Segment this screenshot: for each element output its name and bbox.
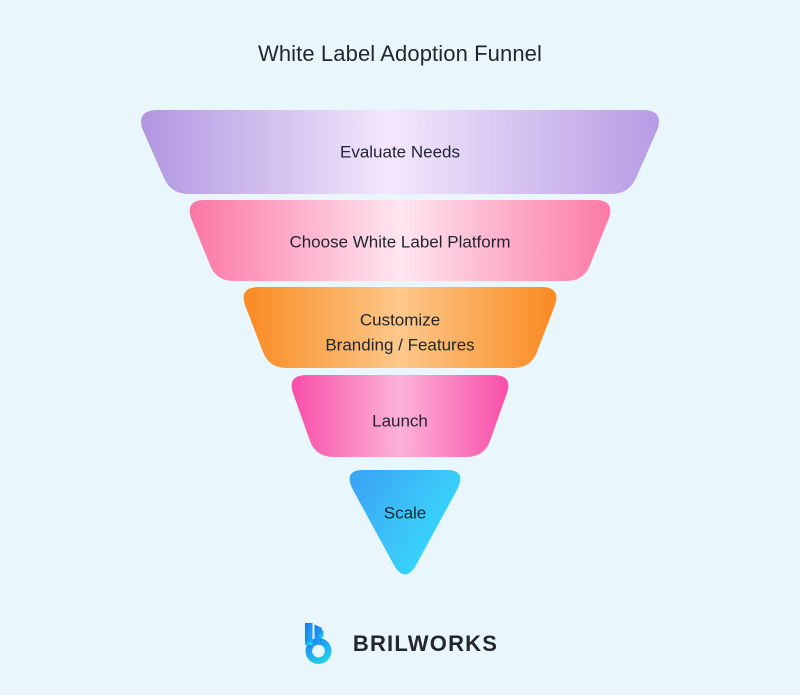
page-title: White Label Adoption Funnel xyxy=(257,41,542,66)
funnel-stage-1-shape xyxy=(141,110,660,194)
funnel-stage-5[interactable]: Scale xyxy=(349,470,461,575)
brilworks-wordmark: BRILWORKS xyxy=(352,631,499,656)
funnel-stage-3[interactable]: Customize Branding / Features xyxy=(243,287,557,368)
funnel-stage-4-shape xyxy=(291,375,509,457)
funnel-stage-3-shape xyxy=(243,287,557,368)
funnel-stage-4-label: Launch xyxy=(372,411,428,430)
funnel-chart: Evaluate Needs Choose White Label Platfo… xyxy=(141,110,660,575)
funnel-stage-2-label: Choose White Label Platform xyxy=(289,232,510,251)
funnel-stage-3-label-line1: Customize xyxy=(360,310,440,329)
funnel-stage-1[interactable]: Evaluate Needs xyxy=(141,110,660,194)
funnel-stage-2[interactable]: Choose White Label Platform xyxy=(189,200,611,281)
brilworks-b-mark-icon xyxy=(304,623,332,664)
funnel-stage-2-shape xyxy=(189,200,611,281)
funnel-stage-4[interactable]: Launch xyxy=(291,375,509,457)
funnel-stage-3-label-line2: Branding / Features xyxy=(325,335,474,354)
funnel-stage-1-label: Evaluate Needs xyxy=(340,142,460,161)
brand-logo: BRILWORKS xyxy=(0,614,800,672)
funnel-stage-5-label: Scale xyxy=(384,503,427,522)
funnel-stage-5-shape xyxy=(349,470,461,575)
